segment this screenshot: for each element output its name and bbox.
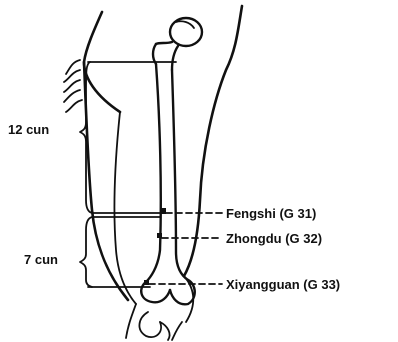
acupoint-xiyangguan [144,280,222,285]
hair-strokes [64,60,82,112]
acupoint-marker [157,233,162,238]
femur-bone [141,18,202,304]
label-fengshi: Fengshi (G 31) [226,206,316,221]
acupoint-zhongdu [157,233,222,238]
leg-outline [84,6,242,340]
label-7-cun: 7 cun [24,252,58,267]
brace-lower [80,217,92,287]
acupoint-marker [160,208,166,214]
label-zhongdu: Zhongdu (G 32) [226,231,322,246]
label-12-cun: 12 cun [8,122,49,137]
acupoint-fengshi [160,208,222,214]
label-xiyangguan: Xiyangguan (G 33) [226,277,340,292]
